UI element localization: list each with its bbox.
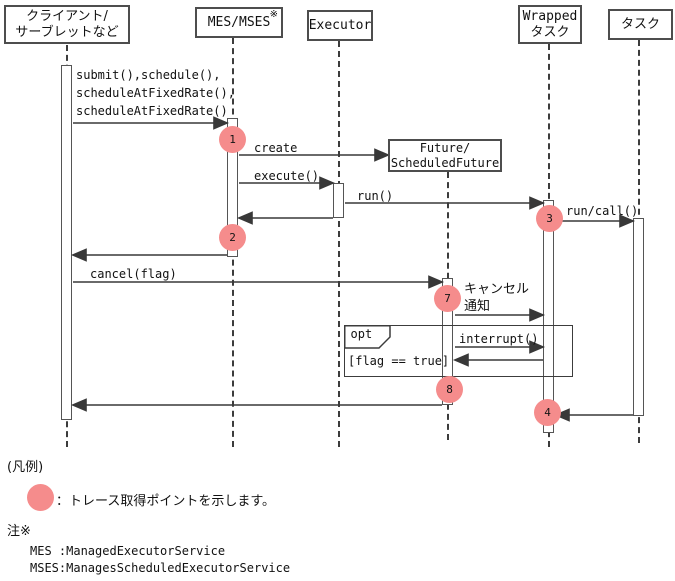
activation-future	[442, 278, 453, 405]
opt-guard: [flag == true]	[348, 354, 450, 368]
message-cancel-notify-label: キャンセル 通知	[464, 282, 530, 314]
trace-point-3: 3	[536, 205, 563, 232]
opt-operator-label: opt	[350, 326, 373, 341]
trace-point-1: 1	[219, 126, 246, 153]
trace-point-8: 8	[436, 376, 463, 403]
arrow-return-executor-to-mes	[236, 211, 333, 225]
arrow-return-future-to-client	[70, 398, 442, 412]
activation-task	[633, 218, 644, 416]
message-execute-label: execute()	[254, 169, 320, 183]
participant-mes: MES/MSES ※	[195, 7, 283, 38]
note-mses: MSES:ManagesScheduledExecutorService	[30, 561, 291, 575]
participant-executor: Executor	[307, 10, 373, 41]
trace-point-7: 7	[434, 285, 461, 312]
message-interrupt-label: interrupt()	[459, 332, 539, 346]
participant-task: タスク	[608, 9, 673, 40]
message-cancel-label: cancel(flag)	[90, 267, 177, 281]
mes-note-mark: ※	[269, 9, 278, 20]
trace-point-2: 2	[219, 224, 246, 251]
activation-mes	[227, 118, 238, 257]
trace-point-4: 4	[534, 399, 561, 426]
notes-heading: 注※	[7, 524, 31, 539]
message-create-label: create	[254, 141, 298, 155]
arrow-return-task-to-wrapped	[553, 408, 633, 422]
legend-heading: (凡例)	[7, 460, 44, 475]
participant-wrapped-task: Wrapped タスク	[518, 5, 582, 44]
activation-client	[61, 65, 72, 420]
message-run-call-label: run/call()	[566, 204, 639, 218]
message-submit-label: submit(),schedule(), scheduleAtFixedRate…	[76, 68, 235, 118]
participant-client: クライアント/ サーブレットなど	[4, 5, 130, 44]
message-run-label: run()	[357, 189, 394, 203]
legend-trace-point-icon	[27, 484, 54, 511]
participant-future: Future/ ScheduledFuture	[388, 139, 502, 172]
opt-fragment: opt [flag == true]	[343, 324, 573, 377]
legend-description: ：トレース取得ポイントを示します。	[56, 494, 276, 509]
lifeline-executor	[338, 41, 340, 447]
opt-operator-tag: opt	[343, 324, 392, 349]
activation-executor	[333, 183, 344, 218]
note-mes: MES :ManagedExecutorService	[30, 544, 226, 558]
arrow-return-mes-to-client	[70, 248, 227, 262]
